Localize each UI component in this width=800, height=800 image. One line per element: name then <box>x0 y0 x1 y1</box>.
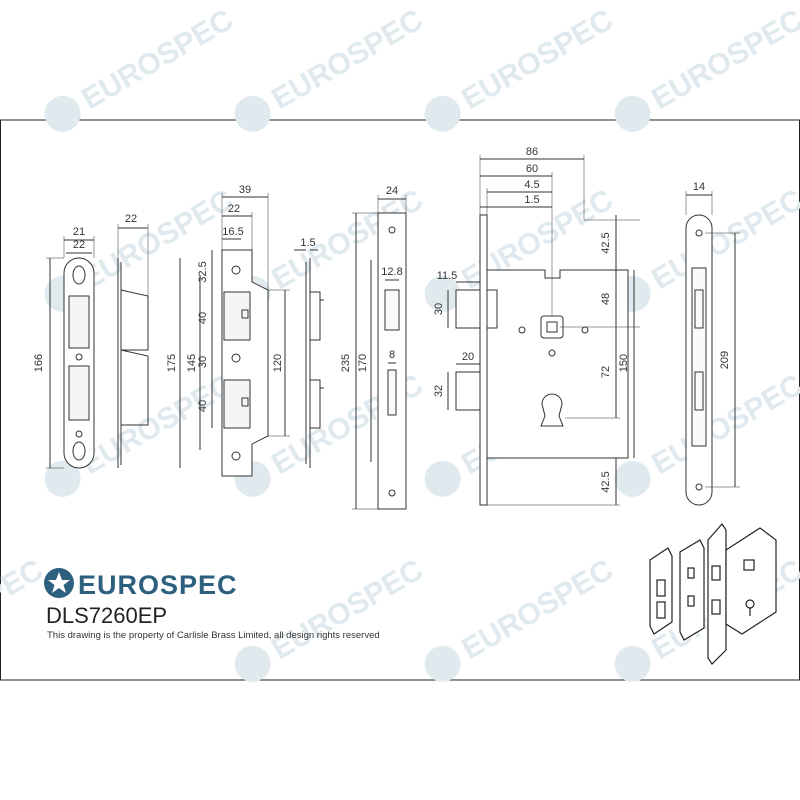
dim-lock-offset2: 1.5 <box>524 194 539 206</box>
watermark-star-icon <box>234 645 271 682</box>
keep-front <box>179 193 290 477</box>
eurospec-logo-icon <box>44 568 74 598</box>
watermark-text: EUROSPEC <box>646 183 800 296</box>
watermark-tile: EUROSPEC <box>0 553 49 666</box>
watermark-text: EUROSPEC <box>76 183 238 296</box>
watermark-tile: EUROSPEC <box>424 3 619 132</box>
dim-keep-overall-width: 39 <box>239 184 251 196</box>
strike-plate-front <box>46 236 95 469</box>
copyright-notice: This drawing is the property of Carlisle… <box>47 630 380 641</box>
dim-keep-inner-width: 16.5 <box>222 226 243 238</box>
dim-forend-width: 24 <box>386 185 398 197</box>
dim-strike-height: 166 <box>33 354 45 372</box>
watermark-star-icon <box>614 460 651 497</box>
watermark-star-icon <box>424 460 461 497</box>
dim-side-forend-height: 209 <box>719 351 731 369</box>
dim-forend-latch-width: 8 <box>389 349 395 361</box>
dim-lock-offset1: 4.5 <box>524 179 539 191</box>
watermark-text: EUROSPEC <box>646 3 800 116</box>
dim-keep-height-outer: 175 <box>166 354 178 372</box>
dim-keep-slot1: 40 <box>197 312 209 324</box>
watermark-text: EUROSPEC <box>76 368 238 481</box>
product-code: DLS7260EP <box>46 603 168 628</box>
watermark-text: EUROSPEC <box>266 3 428 116</box>
dim-forend-height-inner: 170 <box>357 354 369 372</box>
dim-keep-gap: 30 <box>197 356 209 368</box>
dim-keep-top-offset: 32.5 <box>197 261 209 282</box>
dim-lock-overall: 86 <box>526 146 538 158</box>
watermark-text: EUROSPEC <box>456 553 618 666</box>
dim-lock-height: 150 <box>618 354 630 372</box>
watermark-text: EUROSPEC <box>646 368 800 481</box>
watermark-text: EUROSPEC <box>0 553 49 666</box>
dim-keep-thickness: 1.5 <box>300 237 315 249</box>
watermark-tile: EUROSPEC <box>234 3 429 132</box>
watermark-star-icon <box>424 95 461 132</box>
watermark-star-icon <box>44 95 81 132</box>
watermark-tile: EUROSPEC <box>44 3 239 132</box>
watermark-star-icon <box>424 275 461 312</box>
side-forend <box>685 191 740 506</box>
dim-strike-width-top: 21 <box>73 226 85 238</box>
watermark-tile: EUROSPEC <box>424 553 619 682</box>
dim-lock-deadbolt-height: 32 <box>433 385 445 397</box>
watermark-tile: EUROSPEC <box>234 553 429 682</box>
dim-lock-deadbolt-proj: 20 <box>462 351 474 363</box>
dim-keep-width: 22 <box>228 203 240 215</box>
watermark-star-icon <box>44 460 81 497</box>
watermark-text: EUROSPEC <box>266 553 428 666</box>
isometric-thumbnail <box>649 523 777 665</box>
dim-keep-height-mid: 145 <box>186 354 198 372</box>
watermark-text: EUROSPEC <box>76 3 238 116</box>
lock-body <box>447 155 640 506</box>
dim-lock-bottom: 42.5 <box>600 471 612 492</box>
dim-side-forend-width: 14 <box>693 181 705 193</box>
dim-forend-bolt-width: 12.8 <box>381 266 402 278</box>
strike-plate-side <box>117 224 149 468</box>
forend-front <box>352 195 407 510</box>
dim-lock-latch-height: 30 <box>433 303 445 315</box>
dim-lock-centres: 72 <box>600 366 612 378</box>
dim-keep-slot2: 40 <box>197 400 209 412</box>
dim-lock-top: 42.5 <box>600 232 612 253</box>
dim-strike-width-bottom: 22 <box>73 239 85 251</box>
dim-forend-height-outer: 235 <box>340 354 352 372</box>
watermark-star-icon <box>424 645 461 682</box>
dim-lock-latch-proj: 11.5 <box>437 270 458 282</box>
dim-lock-follower: 48 <box>600 293 612 305</box>
dim-strike-depth: 22 <box>125 213 137 225</box>
watermark-star-icon <box>614 95 651 132</box>
watermark-star-icon <box>234 95 271 132</box>
keep-side <box>294 249 324 468</box>
brand-name: EUROSPEC <box>78 570 238 600</box>
dim-keep-height-inner: 120 <box>272 354 284 372</box>
watermark-text: EUROSPEC <box>456 3 618 116</box>
watermark-star-icon <box>614 645 651 682</box>
watermark-tile: EUROSPEC <box>614 3 800 132</box>
dim-lock-backset: 60 <box>526 163 538 175</box>
